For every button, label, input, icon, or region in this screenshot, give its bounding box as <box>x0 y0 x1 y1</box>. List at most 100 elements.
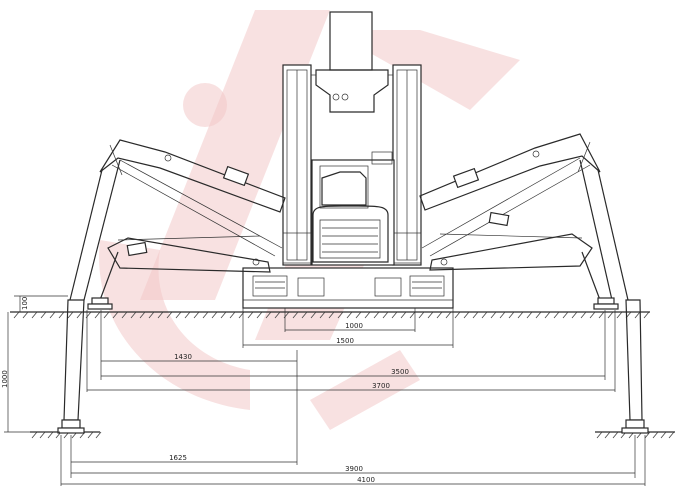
ground-hatch-mark <box>436 311 443 319</box>
ground-hatch-mark <box>202 311 209 319</box>
ground-hatch-mark <box>499 311 506 319</box>
ground-hatch-mark <box>58 311 65 319</box>
outrigger-right-lower <box>429 211 601 301</box>
ground-hatch-mark <box>95 431 102 439</box>
ground-hatch-mark <box>148 311 155 319</box>
ground-hatch-mark <box>544 311 551 319</box>
dimension-lines <box>61 329 645 485</box>
ground-hatch-mark <box>644 431 651 439</box>
leg-right <box>593 297 649 434</box>
ground-hatch-mark <box>634 311 641 319</box>
ground-hatch-mark <box>31 431 38 439</box>
ground-hatch-mark <box>49 311 56 319</box>
ground-hatch-mark <box>310 311 317 319</box>
dimension-labels: 1000 1500 1430 3500 3700 1625 3900 4100 … <box>1 297 409 484</box>
dim-label-1000-vertical: 1000 <box>1 370 9 388</box>
ground-hatch-mark <box>490 311 497 319</box>
ground-hatch-mark <box>604 431 611 439</box>
ground-hatch-mark <box>562 311 569 319</box>
ground-hatch-mark <box>112 311 119 319</box>
ground-hatch-mark <box>87 431 94 439</box>
vertical-dimension-lines <box>4 295 68 433</box>
dim-label-4100: 4100 <box>357 476 375 484</box>
ground-hatch-mark <box>22 311 29 319</box>
mast-left-column <box>282 64 312 266</box>
operator-seat <box>311 151 395 266</box>
ground-hatch-mark <box>31 311 38 319</box>
ground-hatch-mark <box>472 311 479 319</box>
ground-hatch-mark <box>463 311 470 319</box>
ground-hatch-mark <box>668 431 675 439</box>
ground-hatch-mark <box>301 311 308 319</box>
ground-hatch-mark <box>67 311 74 319</box>
ground-hatch-mark <box>328 311 335 319</box>
ground-hatch-mark <box>319 311 326 319</box>
dim-label-1000: 1000 <box>345 322 363 330</box>
outrigger-right-upper <box>419 133 629 301</box>
ground-hatch-mark <box>229 311 236 319</box>
ground-hatch-mark <box>166 311 173 319</box>
ground-hatch-mark <box>418 311 425 319</box>
ground-hatch-mark <box>94 311 101 319</box>
ground-hatch-mark <box>454 311 461 319</box>
ground-hatch-mark <box>580 311 587 319</box>
ground-hatch-mark <box>346 311 353 319</box>
ground-hatch-mark <box>391 311 398 319</box>
leg-left <box>57 297 113 434</box>
ground-hatch-mark <box>184 311 191 319</box>
ground-hatch-mark <box>265 311 272 319</box>
ground-hatch-mark <box>526 311 533 319</box>
ground-hatch-mark <box>481 311 488 319</box>
ground-hatch-mark <box>517 311 524 319</box>
ground-hatch-mark <box>256 311 263 319</box>
ground-hatch-mark <box>355 311 362 319</box>
ground-hatch-mark <box>643 311 650 319</box>
ground-hatch-mark <box>535 311 542 319</box>
ground-hatch-mark <box>274 311 281 319</box>
ground-hatch-mark <box>103 311 110 319</box>
ground-hatch-mark <box>13 311 20 319</box>
ground-hatch-mark <box>553 311 560 319</box>
dim-label-100: 100 <box>21 297 29 310</box>
ground-hatch-mark <box>211 311 218 319</box>
ground-hatch-mark <box>445 311 452 319</box>
ground-hatch-mark <box>337 311 344 319</box>
ground-hatch-mark <box>157 311 164 319</box>
ground-hatch-mark <box>220 311 227 319</box>
ground-hatch-mark <box>589 311 596 319</box>
extension-lines <box>60 308 646 486</box>
ground-hatch-mark <box>612 431 619 439</box>
dim-label-3900: 3900 <box>345 465 363 473</box>
dim-label-1625: 1625 <box>169 454 187 462</box>
top-attachment <box>311 11 393 113</box>
ground-hatch-mark <box>130 311 137 319</box>
ground-hatch-mark <box>652 431 659 439</box>
dim-label-1430: 1430 <box>174 353 192 361</box>
ground-hatch-mark <box>139 311 146 319</box>
dim-label-3700: 3700 <box>372 382 390 390</box>
tracked-chassis <box>242 267 454 309</box>
ground-hatch-mark <box>292 311 299 319</box>
ground-hatch-mark <box>508 311 515 319</box>
ground-hatch-mark <box>39 431 46 439</box>
ground-hatch-mark <box>596 431 603 439</box>
ground-hatch-mark <box>400 311 407 319</box>
ground-hatch-mark <box>373 311 380 319</box>
ground-hatch-mark <box>660 431 667 439</box>
ground-hatch-mark <box>427 311 434 319</box>
ground-hatch-mark <box>364 311 371 319</box>
outrigger-left-upper <box>69 139 286 301</box>
ground-hatch-mark <box>616 311 623 319</box>
ground-hatch-mark <box>76 311 83 319</box>
ground-hatch-mark <box>175 311 182 319</box>
ground-hatch-mark <box>121 311 128 319</box>
ground-hatch-mark <box>409 311 416 319</box>
outrigger-left-lower <box>99 235 271 301</box>
ground-hatch-mark <box>247 311 254 319</box>
ground-hatch-mark <box>40 311 47 319</box>
ground-hatch-mark <box>193 311 200 319</box>
ground-hatch-mark <box>571 311 578 319</box>
ground-hatch-mark <box>607 311 614 319</box>
dim-label-3500: 3500 <box>391 368 409 376</box>
